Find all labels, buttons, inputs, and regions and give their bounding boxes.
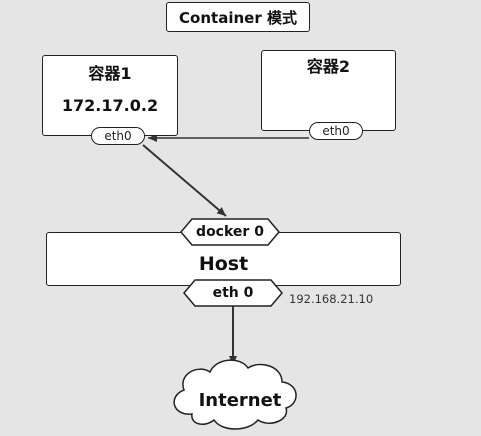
container-1-box: 容器1 172.17.0.2 (42, 55, 178, 136)
diagram-title: Container 模式 (166, 2, 310, 32)
docker0-label: docker 0 (196, 224, 264, 240)
container-2-label: 容器2 (306, 57, 351, 76)
container-2-box: 容器2 (261, 50, 396, 131)
host-eth0-label: eth 0 (212, 285, 254, 301)
internet-label: Internet (198, 390, 282, 411)
container-1-eth0: eth0 (91, 127, 145, 145)
host-box: Host (46, 232, 401, 286)
host-ip: 192.168.21.10 (289, 292, 374, 306)
container-2-eth0: eth0 (309, 122, 363, 140)
container-1-label: 容器1 (88, 64, 132, 83)
arrow-c1-to-docker0 (142, 144, 227, 217)
host-label: Host (198, 253, 249, 275)
container-1-ip: 172.17.0.2 (61, 96, 159, 115)
